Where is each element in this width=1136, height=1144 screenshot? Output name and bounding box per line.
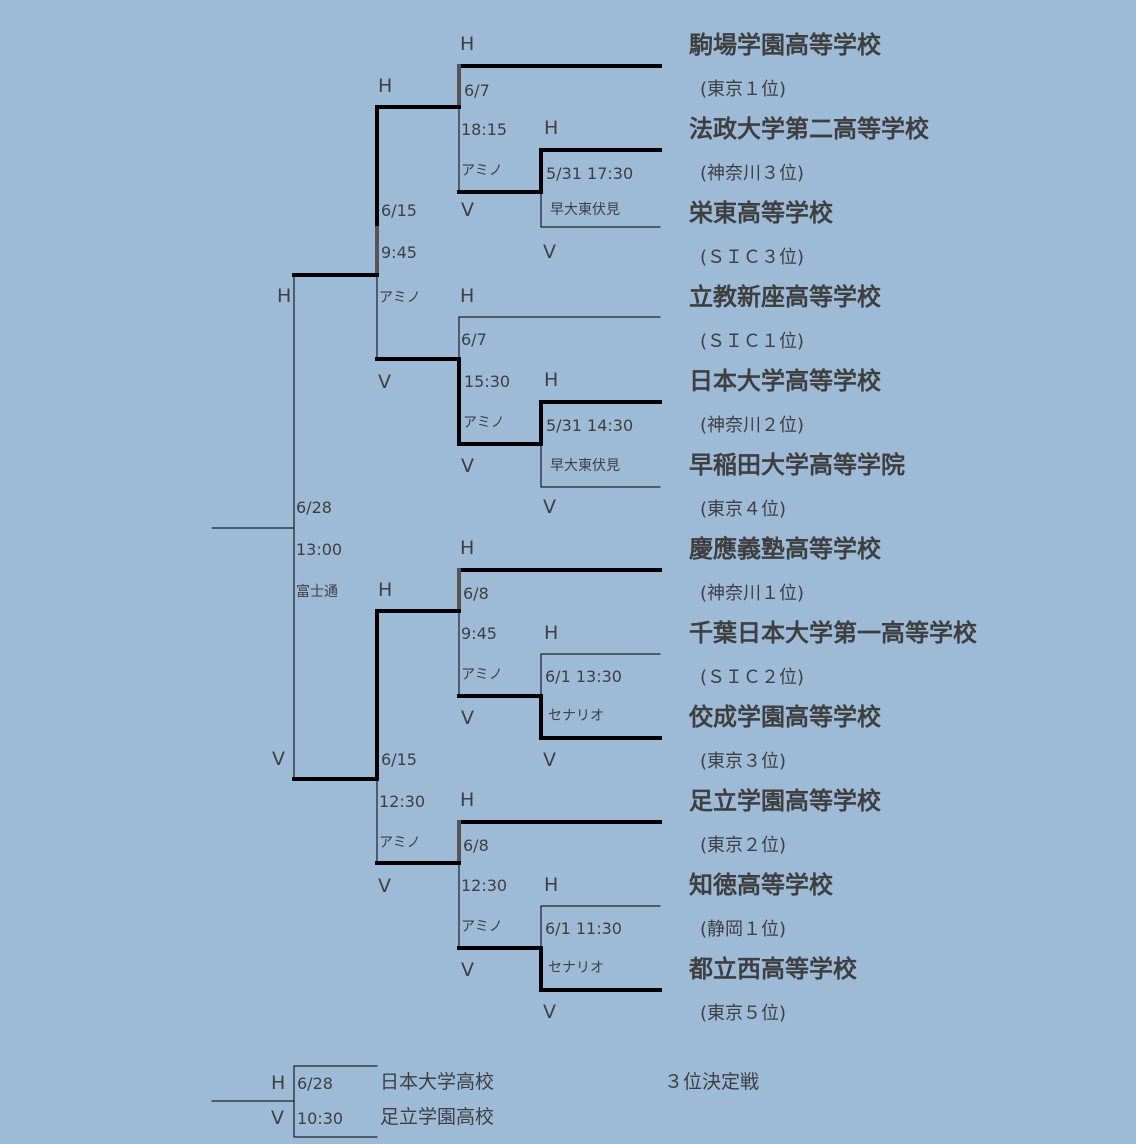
home-label: H [277, 285, 292, 307]
match-datetime: 6/1 13:30 [545, 667, 622, 686]
school-name: 佼成学園高等学校 [689, 703, 881, 731]
third-place-title: ３位決定戦 [664, 1071, 760, 1093]
school-name: 足立学園高等学校 [689, 787, 881, 815]
match-venue: アミノ [463, 415, 505, 431]
match-date: 6/15 [381, 201, 417, 220]
match-date: 6/15 [381, 750, 417, 769]
match-date: 6/7 [464, 81, 490, 100]
match-time: 12:30 [461, 876, 508, 895]
school-seed: (静岡１位) [700, 919, 787, 940]
school-seed: (ＳＩＣ３位) [700, 247, 805, 268]
school-name: 早稲田大学高等学院 [689, 451, 905, 479]
match-time: 12:30 [379, 792, 426, 811]
visitor-label: V [272, 748, 285, 770]
school-name: 慶應義塾高等学校 [689, 535, 881, 563]
school-name: 日本大学高等学校 [689, 367, 881, 395]
match-datetime: 5/31 14:30 [546, 416, 634, 435]
match-time: 9:45 [381, 243, 417, 262]
match-venue: 早大東伏見 [550, 202, 620, 218]
match-venue: セナリオ [548, 708, 604, 724]
home-label: H [460, 33, 475, 55]
match-venue: アミノ [461, 667, 503, 683]
visitor-label: V [378, 371, 391, 393]
visitor-label: V [543, 496, 556, 518]
visitor-label: V [378, 875, 391, 897]
visitor-label: V [461, 199, 474, 221]
home-label: H [460, 789, 475, 811]
home-label: H [460, 285, 475, 307]
match-date: 6/8 [463, 836, 489, 855]
visitor-label: V [461, 959, 474, 981]
school-seed: (東京４位) [700, 499, 787, 520]
match-datetime: 6/1 11:30 [545, 919, 622, 938]
school-name: 都立西高等学校 [689, 955, 857, 983]
match-time: 15:30 [464, 372, 511, 391]
third-place-date: 6/28 [297, 1074, 333, 1093]
school-name: 駒場学園高等学校 [689, 31, 881, 59]
visitor-label: V [271, 1107, 284, 1129]
visitor-label: V [543, 241, 556, 263]
school-seed: (神奈川２位) [700, 415, 805, 436]
school-seed: (東京３位) [700, 751, 787, 772]
school-name: 法政大学第二高等学校 [689, 115, 929, 143]
match-venue: 富士通 [296, 584, 338, 600]
home-label: H [544, 369, 559, 391]
match-date: 6/28 [296, 498, 332, 517]
home-label: H [378, 75, 393, 97]
school-name: 栄東高等学校 [689, 199, 833, 227]
school-seed: (東京５位) [700, 1003, 787, 1024]
match-time: 18:15 [461, 120, 508, 139]
match-date: 6/7 [461, 330, 487, 349]
home-label: H [544, 874, 559, 896]
school-seed: (東京１位) [700, 79, 787, 100]
match-venue: アミノ [461, 163, 503, 179]
school-seed: (東京２位) [700, 835, 787, 856]
school-seed: (ＳＩＣ１位) [700, 331, 805, 352]
school-seed: (神奈川３位) [700, 163, 805, 184]
home-label: H [460, 537, 475, 559]
visitor-label: V [543, 749, 556, 771]
school-seed: (神奈川１位) [700, 583, 805, 604]
third-place-time: 10:30 [297, 1109, 344, 1128]
match-date: 6/8 [463, 584, 489, 603]
third-place-visitor-team: 足立学園高校 [380, 1106, 495, 1128]
home-label: H [544, 622, 559, 644]
match-venue: アミノ [379, 290, 421, 306]
visitor-label: V [461, 455, 474, 477]
visitor-label: V [543, 1001, 556, 1023]
school-name: 知徳高等学校 [689, 871, 833, 899]
school-name: 立教新座高等学校 [689, 283, 881, 311]
home-label: H [544, 117, 559, 139]
match-time: 13:00 [296, 540, 343, 559]
match-time: 9:45 [461, 624, 497, 643]
match-venue: アミノ [461, 919, 503, 935]
match-venue: 早大東伏見 [550, 458, 620, 474]
school-name: 千葉日本大学第一高等学校 [689, 619, 977, 647]
home-label: H [271, 1072, 286, 1094]
home-label: H [378, 579, 393, 601]
school-seed: (ＳＩＣ２位) [700, 667, 805, 688]
third-place-home-team: 日本大学高校 [380, 1071, 495, 1093]
match-venue: セナリオ [548, 960, 604, 976]
match-venue: アミノ [379, 835, 421, 851]
visitor-label: V [461, 707, 474, 729]
match-datetime: 5/31 17:30 [546, 164, 634, 183]
